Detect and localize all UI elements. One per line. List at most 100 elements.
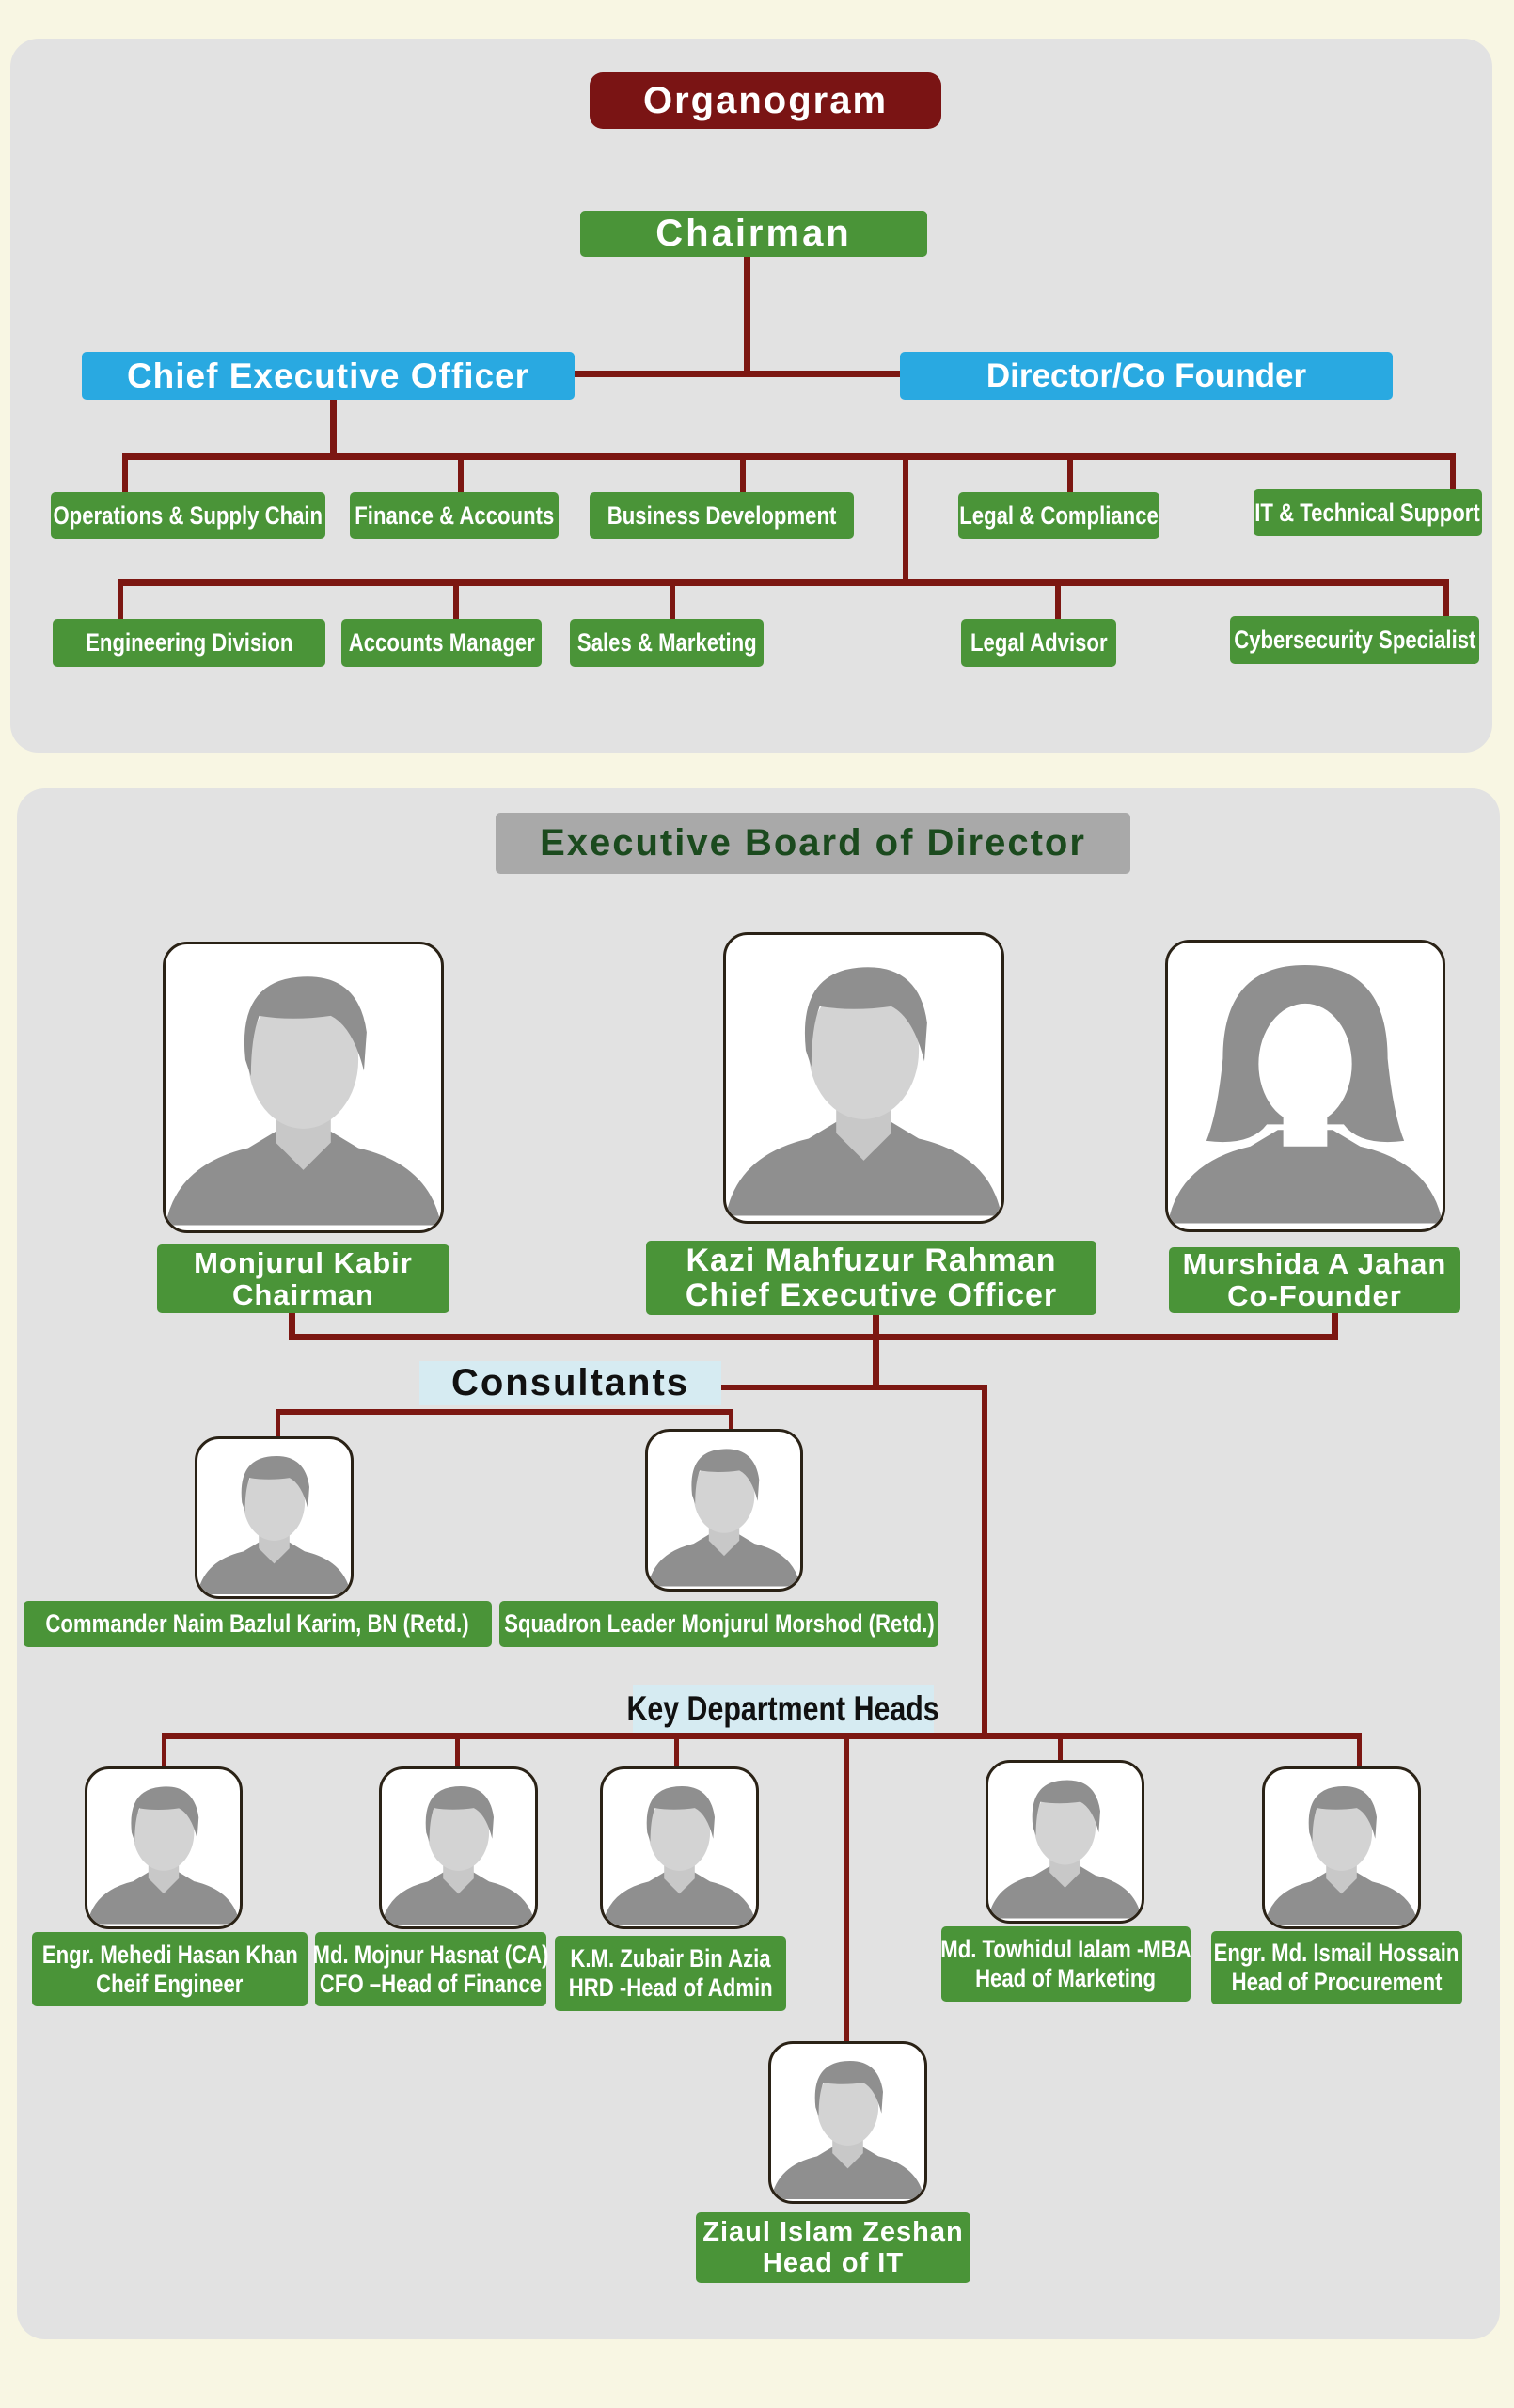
director-name: Monjurul Kabir <box>194 1245 413 1279</box>
consultant-name: Commander Naim Bazlul Karim, BN (Retd.) <box>45 1609 470 1638</box>
connector <box>740 453 746 493</box>
ceo-box: Chief Executive Officer <box>82 352 575 400</box>
head-card: Engr. Mehedi Hasan Khan Cheif Engineer <box>32 1932 308 2006</box>
female-avatar-icon <box>1165 940 1445 1232</box>
head-name: Ziaul Islam Zeshan <box>702 2216 964 2247</box>
dept-label: Cybersecurity Specialist <box>1233 626 1476 654</box>
connector <box>289 1334 1338 1340</box>
head-card: Engr. Md. Ismail Hossain Head of Procure… <box>1211 1931 1462 2004</box>
connector <box>670 579 675 619</box>
head-name: Md. Mojnur Hasnat (CA) <box>312 1940 549 1969</box>
director-role: Chairman <box>232 1277 374 1311</box>
head-role: Head of IT <box>762 2247 905 2278</box>
consultant-card: Commander Naim Bazlul Karim, BN (Retd.) <box>24 1601 492 1647</box>
dept-label: Finance & Accounts <box>355 500 555 530</box>
male-avatar-icon <box>768 2041 927 2204</box>
dept-label: Business Development <box>607 500 837 530</box>
male-avatar-icon <box>986 1760 1144 1924</box>
consultants-label: Consultants <box>419 1361 721 1405</box>
head-card: Md. Mojnur Hasnat (CA) CFO –Head of Fina… <box>312 1932 549 2006</box>
consultant-name: Squadron Leader Monjurul Morshod (Retd.) <box>503 1609 935 1638</box>
connector <box>729 1409 733 1430</box>
male-avatar-icon <box>723 932 1004 1224</box>
male-avatar-icon <box>195 1436 354 1599</box>
connector <box>1450 453 1456 493</box>
organogram-title: Organogram <box>590 72 941 129</box>
head-name: Engr. Mehedi Hasan Khan <box>41 1940 298 1969</box>
head-card: K.M. Zubair Bin Azia HRD -Head of Admin <box>555 1936 786 2011</box>
connector <box>721 1385 987 1390</box>
connector <box>575 371 900 377</box>
head-name: K.M. Zubair Bin Azia <box>570 1944 771 1972</box>
dept-label: Operations & Supply Chain <box>53 500 323 530</box>
male-avatar-icon <box>1262 1766 1421 1929</box>
dept-operations: Operations & Supply Chain <box>51 492 325 539</box>
head-card: Ziaul Islam Zeshan Head of IT <box>696 2212 970 2283</box>
heads-label-text: Key Department Heads <box>626 1688 940 1728</box>
connector <box>1067 453 1073 493</box>
connector <box>674 1733 679 1766</box>
male-avatar-icon <box>85 1766 243 1929</box>
head-role: Head of Marketing <box>975 1964 1157 1992</box>
director-card-ceo: Kazi Mahfuzur Rahman Chief Executive Off… <box>646 1241 1096 1315</box>
key-department-heads-label: Key Department Heads <box>627 1685 939 1733</box>
connector <box>1443 579 1449 619</box>
connector <box>276 1409 280 1437</box>
connector <box>276 1409 733 1415</box>
male-avatar-icon <box>600 1766 759 1929</box>
dept-label: Legal Advisor <box>970 628 1108 657</box>
director-role: Co-Founder <box>1227 1279 1402 1312</box>
director-box: Director/Co Founder <box>900 352 1393 400</box>
dept-label: Engineering Division <box>85 628 293 657</box>
connector <box>844 1733 849 2043</box>
dept-accounts-manager: Accounts Manager <box>341 619 542 667</box>
director-card-cofounder: Murshida A Jahan Co-Founder <box>1169 1247 1460 1313</box>
male-avatar-icon <box>645 1429 803 1592</box>
dept-business-development: Business Development <box>590 492 854 539</box>
dept-label: Sales & Marketing <box>576 628 757 657</box>
connector <box>118 579 1449 586</box>
director-name: Murshida A Jahan <box>1182 1247 1447 1280</box>
dept-it-support: IT & Technical Support <box>1254 489 1482 536</box>
connector <box>122 453 128 493</box>
male-avatar-icon <box>163 942 444 1233</box>
head-name: Md. Towhidul Ialam -MBA <box>940 1935 1191 1963</box>
director-name: Kazi Mahfuzur Rahman <box>686 1242 1057 1278</box>
connector <box>1058 1733 1063 1761</box>
dept-label: Legal & Compliance <box>959 500 1159 530</box>
connector <box>289 1313 295 1340</box>
dept-legal-compliance: Legal & Compliance <box>958 492 1159 539</box>
connector <box>330 400 337 459</box>
connector <box>903 453 908 585</box>
consultant-card: Squadron Leader Monjurul Morshod (Retd.) <box>499 1601 938 1647</box>
connector <box>122 453 1456 460</box>
head-role: Cheif Engineer <box>96 1969 244 1998</box>
board-title: Executive Board of Director <box>496 813 1130 874</box>
connector <box>744 257 750 375</box>
director-card-chairman: Monjurul Kabir Chairman <box>157 1244 449 1313</box>
connector <box>162 1733 1362 1739</box>
connector <box>1357 1733 1362 1766</box>
dept-cybersecurity: Cybersecurity Specialist <box>1230 616 1479 664</box>
head-name: Engr. Md. Ismail Hossain <box>1214 1939 1459 1967</box>
head-role: CFO –Head of Finance <box>319 1969 543 1998</box>
head-role: Head of Procurement <box>1231 1968 1443 1996</box>
connector <box>1055 579 1061 619</box>
dept-finance: Finance & Accounts <box>350 492 559 539</box>
dept-label: IT & Technical Support <box>1254 498 1481 527</box>
male-avatar-icon <box>379 1766 538 1929</box>
connector <box>162 1733 166 1766</box>
connector <box>455 1733 460 1766</box>
head-card: Md. Towhidul Ialam -MBA Head of Marketin… <box>940 1926 1191 2002</box>
connector <box>1332 1313 1338 1340</box>
connector <box>453 579 459 619</box>
director-role: Chief Executive Officer <box>685 1276 1058 1313</box>
connector <box>118 579 123 619</box>
head-role: HRD -Head of Admin <box>568 1973 773 2002</box>
dept-label: Accounts Manager <box>348 628 535 657</box>
chairman-box: Chairman <box>580 211 927 257</box>
connector <box>458 453 464 493</box>
dept-sales-marketing: Sales & Marketing <box>570 619 764 667</box>
dept-engineering: Engineering Division <box>53 619 325 667</box>
dept-legal-advisor: Legal Advisor <box>961 619 1116 667</box>
